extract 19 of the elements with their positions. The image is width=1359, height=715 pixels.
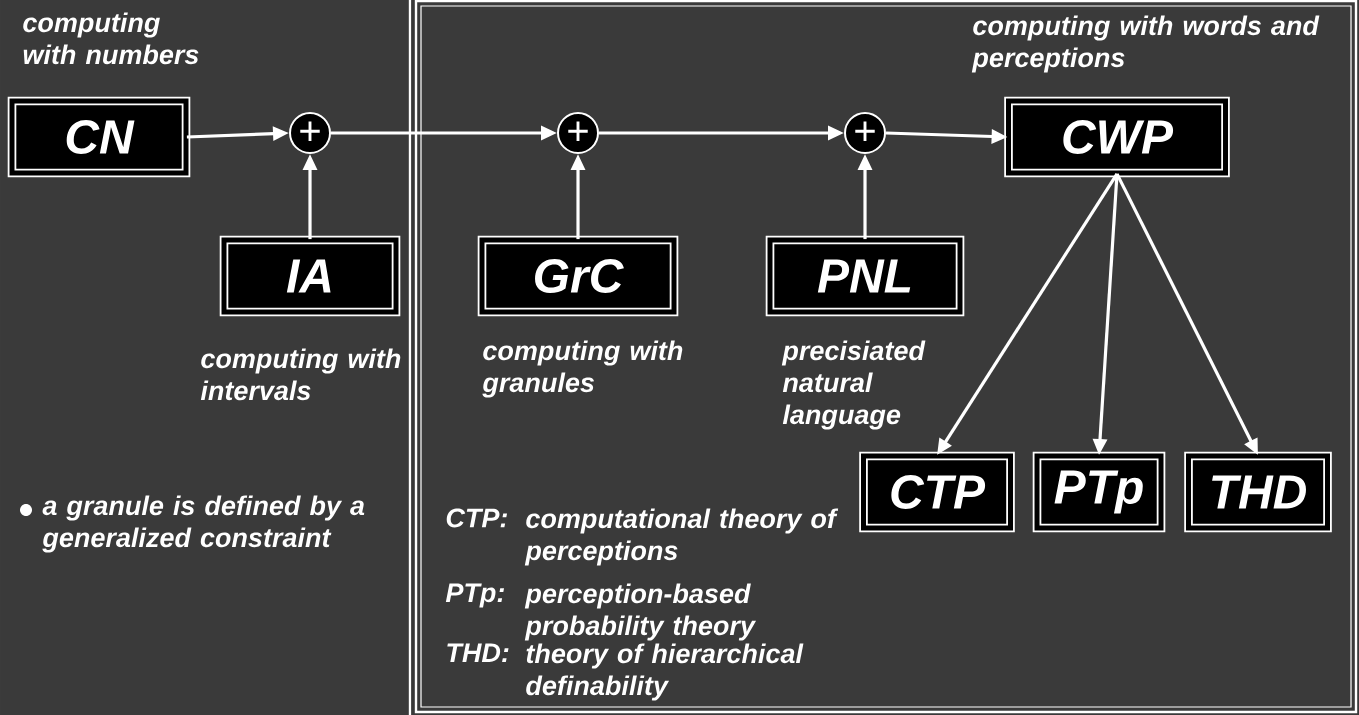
caption-text: computing with granules [482,340,683,398]
caption-text: computing with intervals [200,348,401,401]
note-text: CTP: [446,508,508,528]
note-text: a granule is defined by a generalized constraint [42,495,365,553]
process-box: THD [1184,451,1332,533]
note-text: PTp: [445,583,505,608]
process-box: CWP [1004,96,1230,178]
note-text: THD: [447,643,509,662]
process-box: IA [219,235,401,317]
process-box: PNL [765,235,965,317]
caption-text: precisiated natural language [781,340,926,430]
note-text: computational theory of perceptions [524,508,839,566]
caption-text: computing with words and perceptions [971,15,1320,73]
note-text: theory of hierarchical definability [526,643,804,701]
caption-text: computing with numbers [23,12,199,65]
process-box: CN [7,96,191,178]
process-box: PTp [1032,451,1166,533]
process-box: GrC [477,235,679,317]
process-box: CTP [859,451,1015,533]
